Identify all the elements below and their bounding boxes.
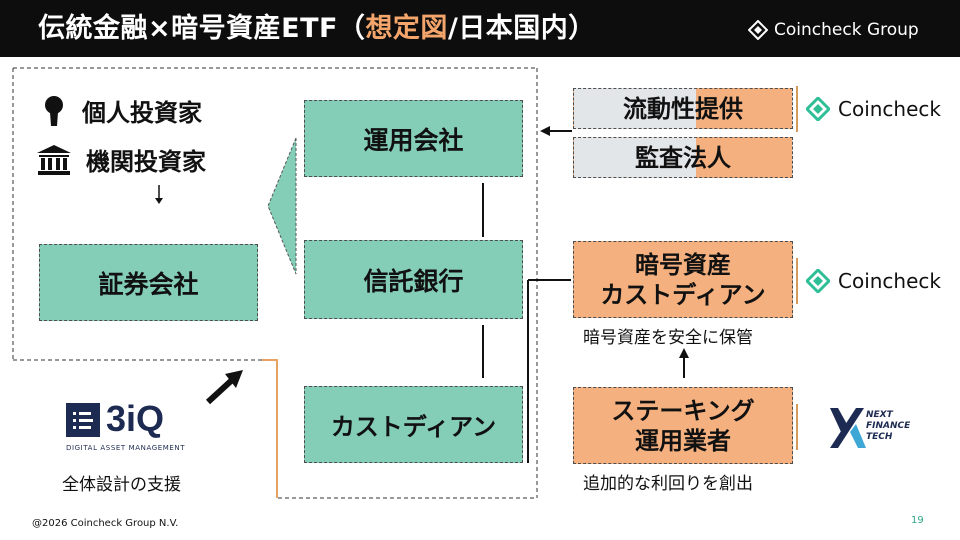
staking-note: 追加的な利回りを創出 <box>583 474 753 494</box>
brand-logo: Coincheck Group <box>748 16 919 44</box>
page-number: 19 <box>911 515 924 526</box>
threeiq-mark-icon <box>66 403 100 437</box>
individual-investor-label: 個人投資家 <box>82 99 202 127</box>
coincheck-name: Coincheck <box>838 97 941 121</box>
coincheck-icon <box>806 269 830 293</box>
nft-mark-icon <box>830 408 866 448</box>
staking-operator-line2: 運用業者 <box>635 426 731 455</box>
coincheck-logo: Coincheck <box>806 269 941 293</box>
coincheck-icon <box>806 97 830 121</box>
threeiq-logo: 3iQ DIGITAL ASSET MANAGEMENT <box>66 398 196 459</box>
management-company-box: 運用会社 <box>304 100 523 177</box>
threeiq-subtitle: DIGITAL ASSET MANAGEMENT <box>66 444 186 452</box>
custodian-label: カストディアン <box>330 413 497 441</box>
title-suffix: /日本国内） <box>447 13 596 44</box>
nft-line2: FINANCE <box>866 421 911 431</box>
institutional-investor-label: 機関投資家 <box>86 148 206 176</box>
trust-bank-label: 信託銀行 <box>363 266 464 296</box>
title-highlight: 想定図 <box>365 13 448 44</box>
management-company-label: 運用会社 <box>363 125 464 155</box>
nft-line3: TECH <box>866 432 893 442</box>
page-title: 伝統金融×暗号資産ETF（想定図/日本国内） <box>38 6 596 52</box>
accent-divider <box>796 86 798 132</box>
trust-bank-box: 信託銀行 <box>304 240 523 319</box>
coincheck-name: Coincheck <box>838 269 941 293</box>
coincheck-logo: Coincheck <box>806 97 941 121</box>
title-prefix: 伝統金融×暗号資産ETF（ <box>38 13 366 44</box>
crypto-custodian-line1: 暗号資産 <box>635 250 731 279</box>
accent-divider <box>796 258 798 304</box>
institutional-investor: 機関投資家 <box>36 142 206 177</box>
person-icon <box>45 95 63 126</box>
crypto-custodian-line2: カストディアン <box>600 280 766 309</box>
securities-company-label: 証券会社 <box>98 269 199 299</box>
nft-line1: NEXT <box>866 410 893 420</box>
custody-note: 暗号資産を安全に保管 <box>583 328 753 348</box>
threeiq-wordmark: 3iQ <box>106 398 165 439</box>
accent-divider <box>796 404 798 450</box>
threeiq-note: 全体設計の支援 <box>62 475 181 495</box>
staking-operator-line1: ステーキング <box>611 396 755 425</box>
coincheck-group-icon <box>748 20 768 40</box>
copyright: @2026 Coincheck Group N.V. <box>32 518 179 529</box>
liquidity-provision-label: 流動性提供 <box>623 94 743 123</box>
securities-company-box: 証券会社 <box>39 244 258 321</box>
header-bar <box>0 0 960 57</box>
crypto-custodian-box: 暗号資産 カストディアン <box>573 241 793 318</box>
bank-icon <box>37 144 71 175</box>
next-finance-tech-logo: NEXT FINANCE TECH <box>828 406 938 452</box>
staking-operator-box: ステーキング 運用業者 <box>573 387 793 464</box>
audit-firm-box: 監査法人 <box>573 137 793 178</box>
liquidity-provision-box: 流動性提供 <box>573 88 793 129</box>
individual-investor: 個人投資家 <box>40 93 202 128</box>
custodian-box: カストディアン <box>304 386 523 463</box>
brand-name: Coincheck Group <box>774 20 919 40</box>
audit-firm-label: 監査法人 <box>635 143 731 172</box>
nft-wordmark: NEXT FINANCE TECH <box>866 410 910 443</box>
